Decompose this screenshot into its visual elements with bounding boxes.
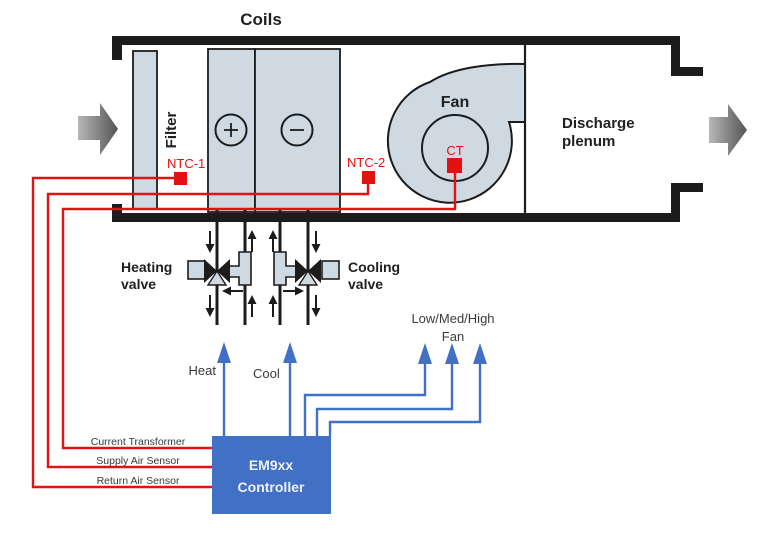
fan-high-signal-wire [328,362,482,436]
duct-bottom-wall [112,213,680,222]
return-air-sensor-label: Return Air Sensor [97,475,180,487]
ct-sensor [447,158,462,173]
flow-arrow-down [205,295,215,317]
cooling-valve-actuator [321,260,340,280]
fan-low-signal-wire [303,362,427,436]
control-signals [222,360,482,436]
supply-air-sensor-wire [46,183,370,469]
duct-bottom-left-flange [112,204,122,222]
heating-valve-label-line2: valve [121,276,156,292]
flow-arrow-right [283,286,304,296]
fan-speed-label-line1: Low/Med/High [411,311,494,326]
flow-arrow-down [311,295,321,317]
flow-arrow-down [311,231,321,253]
duct-walls [112,36,703,222]
duct-bottom-right-step [671,183,680,215]
coils-title: Coils [240,10,282,29]
cooling-valve-body [308,259,321,283]
fan-low-arrowhead [418,343,432,364]
fan-med-arrowhead [445,343,459,364]
ct-label: CT [446,143,463,158]
cooling-valve-assembly [273,251,340,286]
return-air-sensor-wire [31,176,212,489]
heat-arrowhead [217,342,231,363]
duct-bottom-right-flange [679,183,703,192]
fan-med-signal-wire [315,362,454,436]
controller-box [212,436,331,514]
cool-arrowhead [283,342,297,363]
heating-valve-body [217,259,230,283]
flow-arrows [205,230,321,317]
fan-high-arrowhead [473,343,487,364]
sensor-wires [31,172,457,489]
cooling-valve-label-line2: valve [348,276,383,292]
heating-valve-tee [227,251,252,286]
duct-top-wall [112,36,680,45]
cool-signal-label: Cool [253,366,280,381]
heating-valve-assembly [187,251,252,286]
cooling-valve-body [295,259,308,283]
fan-speed-label-line2: Fan [442,329,464,344]
cooling-valve-tee [273,251,298,286]
cooling-valve-label-line1: Cooling [348,259,400,275]
fan [386,62,526,204]
cooling-valve-port [297,269,319,286]
controller-label-line2: Controller [238,479,305,495]
heating-valve-actuator [187,260,206,280]
ntc2-label: NTC-2 [347,155,385,170]
duct-top-left-flange [112,36,122,60]
flow-arrow-left [222,286,243,296]
heating-valve-label-line1: Heating [121,259,172,275]
inlet-airflow-arrow [78,103,118,155]
control-signal-arrowheads [217,342,487,364]
duct-top-right-flange [679,67,703,76]
flow-arrow-up [268,230,278,252]
discharge-plenum-label-line1: Discharge [562,115,635,132]
ntc1-sensor [174,172,187,185]
duct-top-right-step [671,44,680,76]
flow-arrow-up [247,230,257,252]
current-transformer-wire [61,172,457,450]
fan-label: Fan [441,94,469,111]
outlet-airflow-arrow [709,104,747,156]
coil-block [207,48,341,213]
ntc2-sensor [362,171,375,184]
heat-signal-label: Heat [189,363,217,378]
flow-arrow-up [268,295,278,317]
filter-label: Filter [163,112,180,149]
flow-arrow-down [205,231,215,253]
discharge-plenum-label-line2: plenum [562,133,615,150]
supply-air-sensor-label: Supply Air Sensor [96,455,180,467]
ntc1-label: NTC-1 [167,156,205,171]
heating-valve-port [206,269,228,286]
heating-valve-body [204,259,217,283]
controller-label-line1: EM9xx [249,457,294,473]
filter [132,50,158,210]
flow-arrow-up [247,295,257,317]
current-transformer-label: Current Transformer [91,436,186,448]
